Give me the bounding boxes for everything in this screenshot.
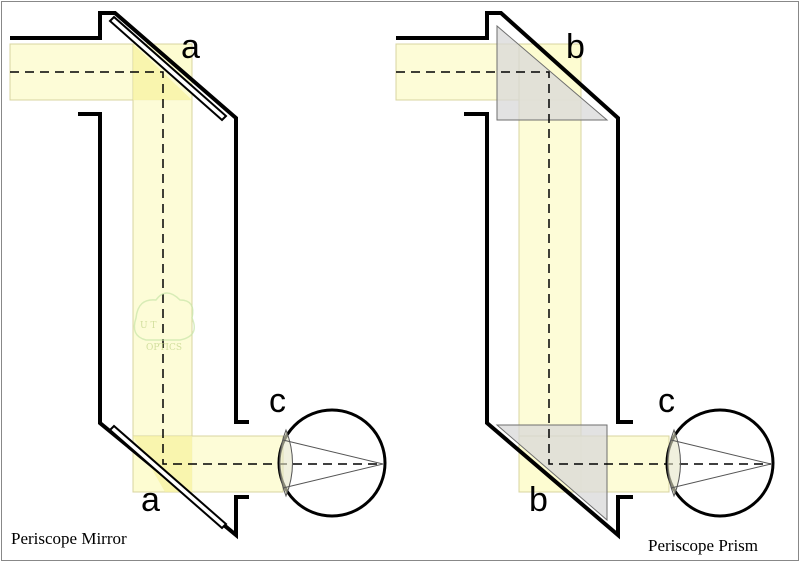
left-eye <box>277 408 387 518</box>
caption-right: Periscope Prism <box>648 536 758 555</box>
prism-optical-axis <box>396 71 771 465</box>
mirror-optical-axis <box>10 71 383 465</box>
mirror-elements <box>108 15 228 530</box>
mirror-periscope: U T OPTICS a a c Periscope Mirror <box>9 11 387 548</box>
svg-text:U T: U T <box>140 321 156 331</box>
label-prism-top: b <box>566 28 585 66</box>
bottom-mirror <box>108 424 228 530</box>
prism-periscope-body <box>396 11 633 540</box>
top-mirror <box>108 15 228 122</box>
label-mirror-bottom: a <box>141 481 160 519</box>
label-eye-right: c <box>658 382 675 420</box>
right-eye <box>665 408 775 518</box>
watermark-logo: U T OPTICS <box>133 292 195 353</box>
prism-periscope: b b c Periscope Prism <box>395 11 775 555</box>
bottom-prism <box>495 424 608 522</box>
mirror-light-beam <box>9 43 284 493</box>
label-eye-left: c <box>269 382 286 420</box>
caption-left: Periscope Mirror <box>11 529 127 548</box>
svg-text:OPTICS: OPTICS <box>146 343 182 353</box>
top-prism <box>496 24 609 121</box>
prism-elements <box>495 24 609 522</box>
label-prism-bottom: b <box>529 481 548 519</box>
label-mirror-top: a <box>181 28 200 66</box>
